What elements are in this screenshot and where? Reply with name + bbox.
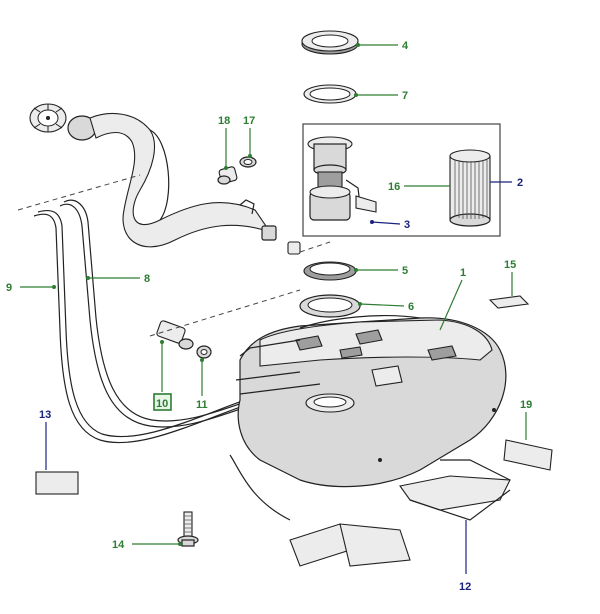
part-9-vent-pipe[interactable] — [33, 209, 341, 444]
callout-5[interactable]: 5 — [402, 265, 408, 277]
part-1-fuel-tank[interactable] — [235, 315, 507, 488]
part-18-hose[interactable] — [217, 166, 238, 185]
callout-10[interactable]: 10 — [156, 398, 168, 410]
part-7-seal[interactable] — [303, 84, 357, 104]
callout-1[interactable]: 1 — [460, 267, 466, 279]
part-4-locking-ring[interactable] — [301, 30, 359, 55]
part-11-clip[interactable] — [196, 345, 212, 359]
fuel-filler-cap[interactable] — [29, 103, 67, 133]
callout-19[interactable]: 19 — [520, 399, 532, 411]
part-3-fuel-pump[interactable] — [307, 136, 377, 221]
callout-2[interactable]: 2 — [517, 177, 523, 189]
assembly-line-upper — [17, 174, 141, 211]
callout-14[interactable]: 14 — [112, 539, 125, 551]
callout-10-selected-box — [153, 393, 172, 411]
callout-7[interactable]: 7 — [402, 90, 408, 102]
part-2-fuel-filter[interactable] — [449, 149, 491, 227]
callout-3[interactable]: 3 — [404, 219, 410, 231]
fuel-filler-neck — [67, 113, 301, 255]
callout-16[interactable]: 16 — [388, 181, 400, 193]
callout-12[interactable]: 12 — [459, 581, 471, 593]
callout-4[interactable]: 4 — [402, 40, 409, 52]
assembly-line-mid — [149, 289, 301, 337]
part-10-connector[interactable] — [156, 320, 194, 350]
part-17-hose-clip[interactable] — [239, 156, 257, 168]
callout-17[interactable]: 17 — [243, 115, 255, 127]
pump-module-box — [302, 123, 501, 237]
part-14-bolt[interactable] — [177, 511, 199, 547]
callout-8[interactable]: 8 — [144, 273, 150, 285]
part-12-tank-strap[interactable] — [229, 454, 511, 567]
callout-11[interactable]: 11 — [196, 399, 208, 411]
callout-9[interactable]: 9 — [6, 282, 12, 294]
part-15-pad[interactable] — [488, 295, 530, 309]
callout-15[interactable]: 15 — [504, 259, 516, 271]
assembly-line-right — [299, 241, 331, 253]
leader-lines — [20, 43, 527, 574]
callout-13[interactable]: 13 — [39, 409, 51, 421]
part-8-fuel-pipe[interactable] — [59, 199, 273, 428]
part-19-label[interactable] — [503, 439, 553, 471]
callout-18[interactable]: 18 — [218, 115, 230, 127]
callout-6[interactable]: 6 — [408, 301, 414, 313]
part-6-locking-ring[interactable] — [299, 294, 361, 318]
part-5-seal[interactable] — [303, 261, 357, 281]
part-13-label[interactable] — [35, 471, 79, 495]
